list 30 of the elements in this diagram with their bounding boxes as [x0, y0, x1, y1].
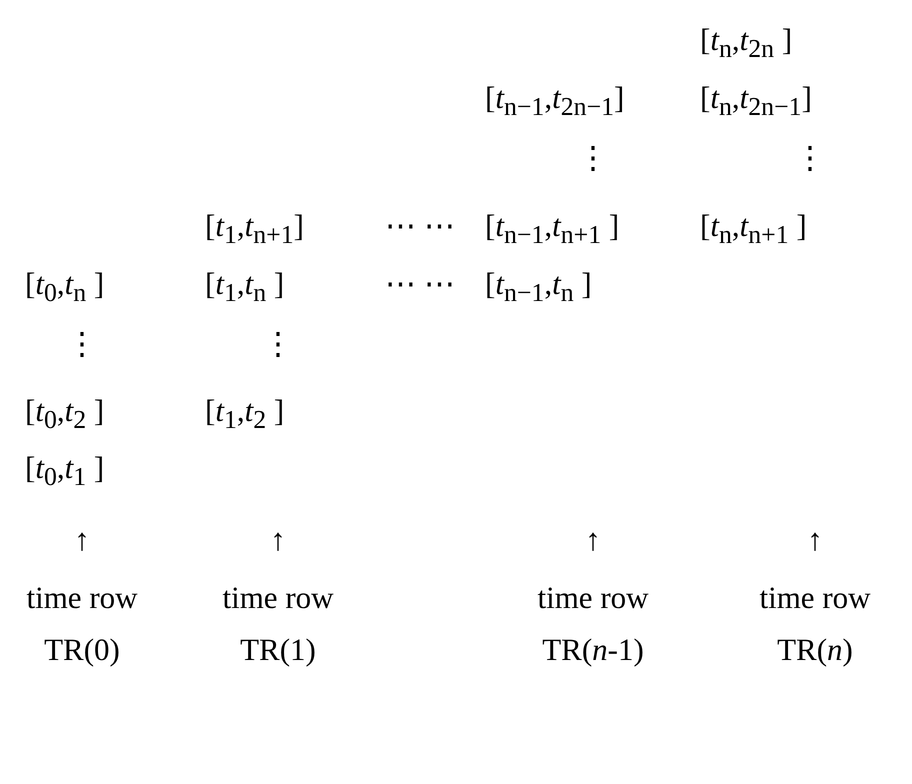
vertical-ellipsis: ⋮	[262, 326, 294, 362]
vertical-ellipsis: ⋮	[66, 326, 98, 362]
horizontal-ellipsis: ⋯ ⋯	[385, 266, 455, 302]
time-row-name: TR(n)	[777, 632, 853, 668]
interval-cell-text: [t$_{n}$,t$_{n+1}$ ]	[700, 208, 807, 252]
time-row-label: time row	[222, 580, 334, 616]
time-row-name: TR(n-1)	[542, 632, 644, 668]
interval-cell-text: [t$_{1}$,t$_{n}$ ]	[205, 266, 284, 310]
time-row-name: TR(0)	[44, 632, 120, 668]
time-row-name: TR(1)	[240, 632, 316, 668]
interval-cell-text: [t$_{n}$,t$_{2n}$ ]	[700, 22, 792, 66]
vertical-ellipsis: ⋮	[794, 140, 826, 176]
interval-cell-text: [t$_{0}$,t$_{2}$ ]	[25, 393, 104, 436]
vertical-ellipsis: ⋮	[578, 140, 608, 176]
interval-cell-text: [t$_{n−1}$,t$_{n+1}$ ]	[485, 208, 620, 252]
time-row-label: time row	[537, 580, 649, 616]
interval-cell-text: [t$_{n}$,t$_{2n−1}$]	[700, 80, 812, 124]
interval-cell-text: [t$_{1}$,t$_{n+1}$]	[205, 208, 304, 252]
interval-cell-text: [t$_{0}$,t$_{1}$ ]	[25, 450, 104, 494]
direction-arrow: ↑	[807, 522, 823, 558]
direction-arrow: ↑	[74, 522, 90, 558]
time-row-label: time row	[759, 580, 871, 616]
time-row-label: time row	[26, 580, 138, 616]
interval-cell-text: [t$_{n−1}$,t$_{n}$ ]	[485, 266, 592, 310]
direction-arrow: ↑	[270, 522, 286, 558]
interval-cell-text: [t$_{n−1}$,t$_{2n−1}$]	[485, 80, 624, 124]
direction-arrow: ↑	[585, 522, 601, 558]
interval-cell-text: [t$_{0}$,t$_{n}$ ]	[25, 266, 104, 310]
horizontal-ellipsis: ⋯ ⋯	[385, 208, 455, 244]
interval-cell-text: [t$_{1}$,t$_{2}$ ]	[205, 393, 284, 436]
